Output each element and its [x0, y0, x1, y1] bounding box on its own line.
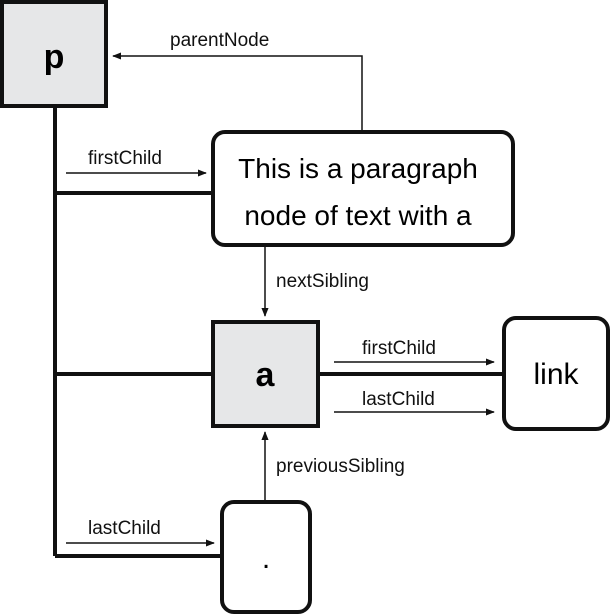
parent-node-edge: parentNode — [112, 30, 363, 132]
tree-lines — [53, 106, 504, 558]
link-node-box — [502, 316, 610, 431]
last-child-dot-label: lastChild — [88, 518, 161, 539]
link-node: link — [502, 316, 610, 431]
text-node-box — [211, 130, 515, 247]
last-child-link-edge: lastChild — [334, 389, 495, 416]
first-child-link-edge: firstChild — [334, 338, 495, 366]
next-sibling-edge: nextSibling — [261, 247, 369, 317]
dot-node: . — [220, 500, 312, 614]
last-child-dot-edge: lastChild — [66, 518, 215, 547]
first-child-link-label: firstChild — [362, 338, 436, 359]
p-node-box — [0, 0, 108, 108]
p-node-label: p — [44, 38, 65, 76]
previous-sibling-label: previousSibling — [276, 456, 405, 477]
link-node-label: link — [533, 358, 579, 391]
a-node: a — [211, 320, 320, 428]
a-node-label: a — [256, 356, 276, 394]
parent-node-label: parentNode — [170, 30, 269, 51]
text-node-line-1: This is a paragraph — [238, 153, 478, 184]
text-node: This is a paragraph node of text with a — [211, 130, 515, 247]
first-child-text-label: firstChild — [88, 148, 162, 169]
text-node-line-2: node of text with a — [244, 200, 472, 231]
first-child-text-edge: firstChild — [66, 148, 207, 177]
dot-node-label: . — [262, 542, 270, 575]
p-node: p — [0, 0, 108, 108]
a-node-box — [211, 320, 320, 428]
last-child-link-label: lastChild — [362, 389, 435, 410]
next-sibling-label: nextSibling — [276, 271, 369, 292]
dot-node-box — [220, 500, 312, 614]
previous-sibling-edge: previousSibling — [261, 431, 405, 500]
